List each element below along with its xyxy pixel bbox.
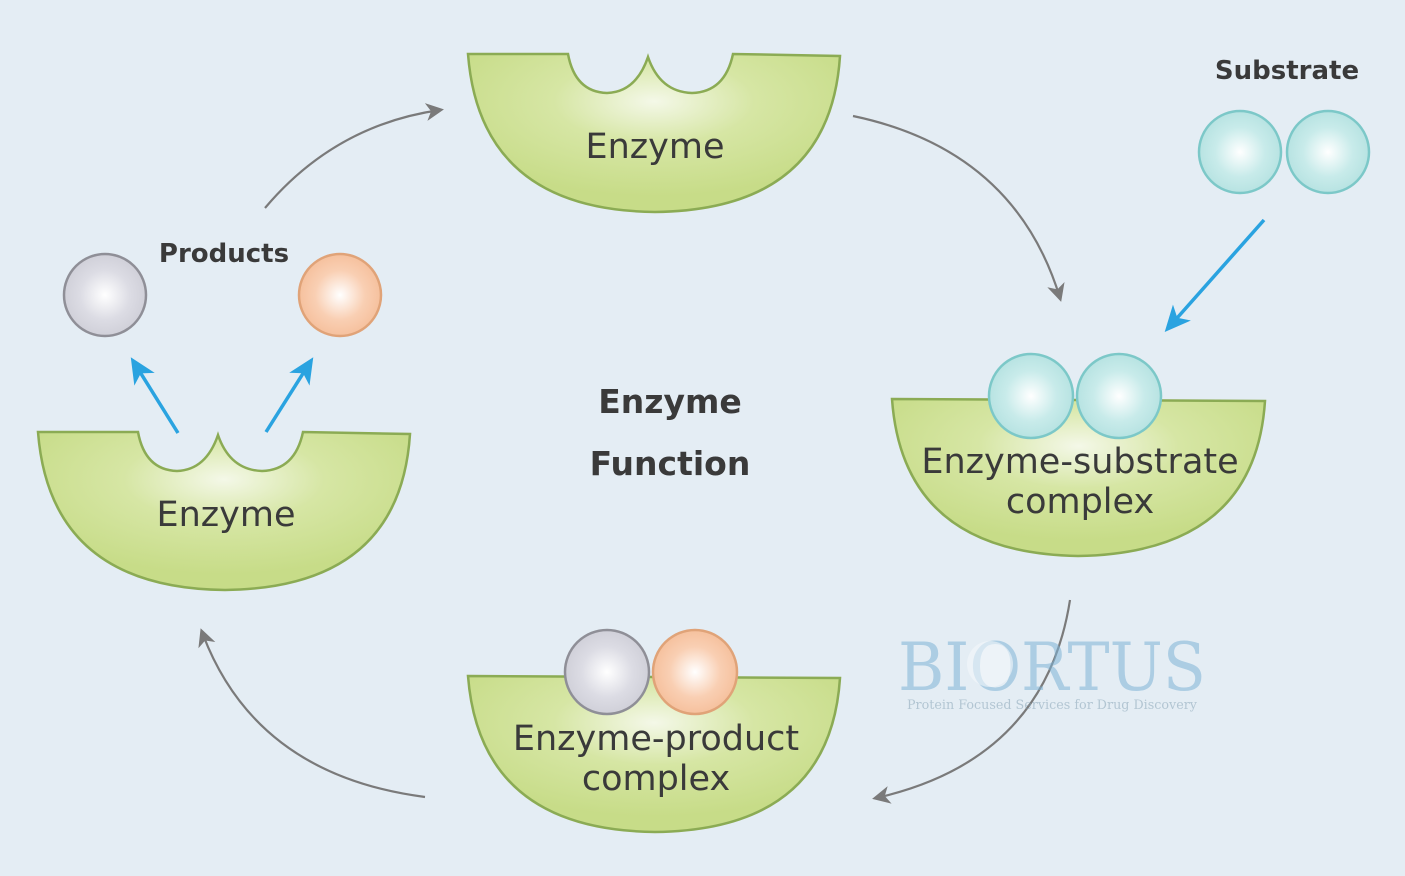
ep-complex-shape — [466, 674, 842, 834]
biortus-watermark: BIORTUS Protein Focused Services for Dru… — [898, 629, 1206, 713]
cycle-arrow-top-left — [264, 103, 444, 209]
center-title-line1: Enzyme — [598, 382, 742, 421]
cycle-arrow-bottom-left — [198, 628, 426, 799]
substrate-arrow — [1164, 218, 1266, 332]
watermark-tagline: Protein Focused Services for Drug Discov… — [907, 698, 1198, 713]
es-substrate-circle-left — [987, 352, 1075, 440]
ep-product-circle-gray — [563, 628, 651, 716]
ep-complex-label-line1: Enzyme-product — [513, 719, 799, 759]
ep-product-circle-orange — [651, 628, 739, 716]
substrate-circle-left — [1197, 109, 1283, 195]
substrate-circle-right — [1285, 109, 1371, 195]
cycle-arrow-bottom-right — [872, 599, 1072, 804]
watermark-logo: BIORTUS — [898, 629, 1206, 706]
substrate-label: Substrate — [1215, 56, 1359, 86]
product-arrow-left — [130, 357, 180, 434]
es-substrate-circle-right — [1075, 352, 1163, 440]
es-complex-label-line2: complex — [1006, 482, 1154, 522]
products-label: Products — [159, 239, 289, 269]
watermark-logo-emblem — [967, 641, 1013, 687]
enzyme-left-label: Enzyme — [156, 495, 295, 535]
cycle-arrow-top-right — [852, 114, 1065, 302]
es-complex-shape — [890, 397, 1267, 558]
product-circle-orange — [297, 252, 383, 338]
enzyme-left-shape — [36, 430, 412, 592]
enzyme-top-shape — [466, 52, 842, 214]
enzyme-top-label: Enzyme — [585, 127, 724, 167]
product-arrow-right — [264, 357, 314, 433]
es-complex-label-line1: Enzyme-substrate — [921, 442, 1238, 482]
product-circle-gray — [62, 252, 148, 338]
ep-complex-label-line2: complex — [582, 759, 730, 799]
center-title-line2: Function — [590, 444, 751, 483]
